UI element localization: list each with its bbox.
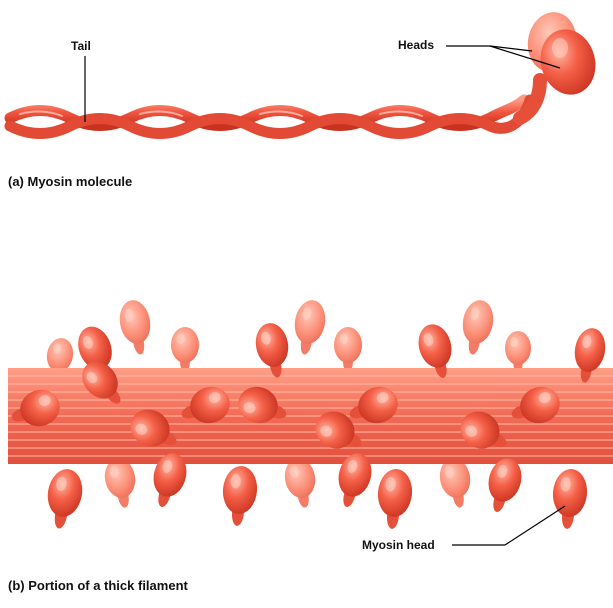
leader-line-b bbox=[452, 505, 566, 546]
myosin-head-front bbox=[540, 29, 596, 95]
myosin-head bbox=[418, 324, 452, 378]
myosin-head bbox=[349, 386, 398, 424]
heads-back-layer bbox=[46, 300, 531, 508]
tail-highlights bbox=[19, 110, 423, 117]
myosin-head bbox=[222, 466, 258, 526]
myosin-head bbox=[104, 458, 136, 508]
myosin-head bbox=[511, 386, 560, 424]
myosin-head bbox=[82, 361, 121, 404]
myosin-head bbox=[171, 327, 199, 372]
heads-label: Heads bbox=[398, 38, 435, 52]
myosin-head bbox=[439, 458, 471, 508]
myosin-molecule bbox=[4, 12, 596, 139]
myosin-head bbox=[255, 323, 289, 378]
myosin-head-label: Myosin head bbox=[362, 538, 435, 552]
myosin-head bbox=[338, 453, 372, 507]
myosin-head bbox=[334, 327, 362, 372]
myosin-head bbox=[552, 469, 588, 529]
myosin-head bbox=[130, 409, 177, 447]
myosin-head bbox=[462, 300, 494, 355]
myosin-head bbox=[505, 331, 531, 374]
tail-strand-2 bbox=[4, 94, 536, 139]
caption-thick-filament: (b) Portion of a thick filament bbox=[8, 578, 188, 593]
thick-filament bbox=[8, 300, 613, 546]
myosin-head bbox=[284, 458, 316, 508]
myosin-head bbox=[181, 386, 230, 424]
myosin-head bbox=[460, 411, 507, 449]
myosin-head bbox=[574, 328, 606, 383]
myosin-head bbox=[315, 411, 362, 449]
tail-label: Tail bbox=[71, 39, 91, 53]
myosin-head bbox=[153, 453, 187, 507]
myosin-head bbox=[488, 458, 522, 512]
myosin-head bbox=[11, 389, 60, 427]
leader-lines-a bbox=[84, 45, 561, 122]
caption-myosin-molecule: (a) Myosin molecule bbox=[8, 174, 133, 189]
myosin-head bbox=[238, 386, 287, 424]
myosin-head bbox=[47, 469, 83, 529]
myosin-head bbox=[377, 469, 413, 529]
myosin-head bbox=[294, 300, 326, 355]
heads-front-layer bbox=[11, 323, 606, 529]
myosin-head bbox=[119, 300, 151, 355]
neck bbox=[513, 73, 547, 125]
